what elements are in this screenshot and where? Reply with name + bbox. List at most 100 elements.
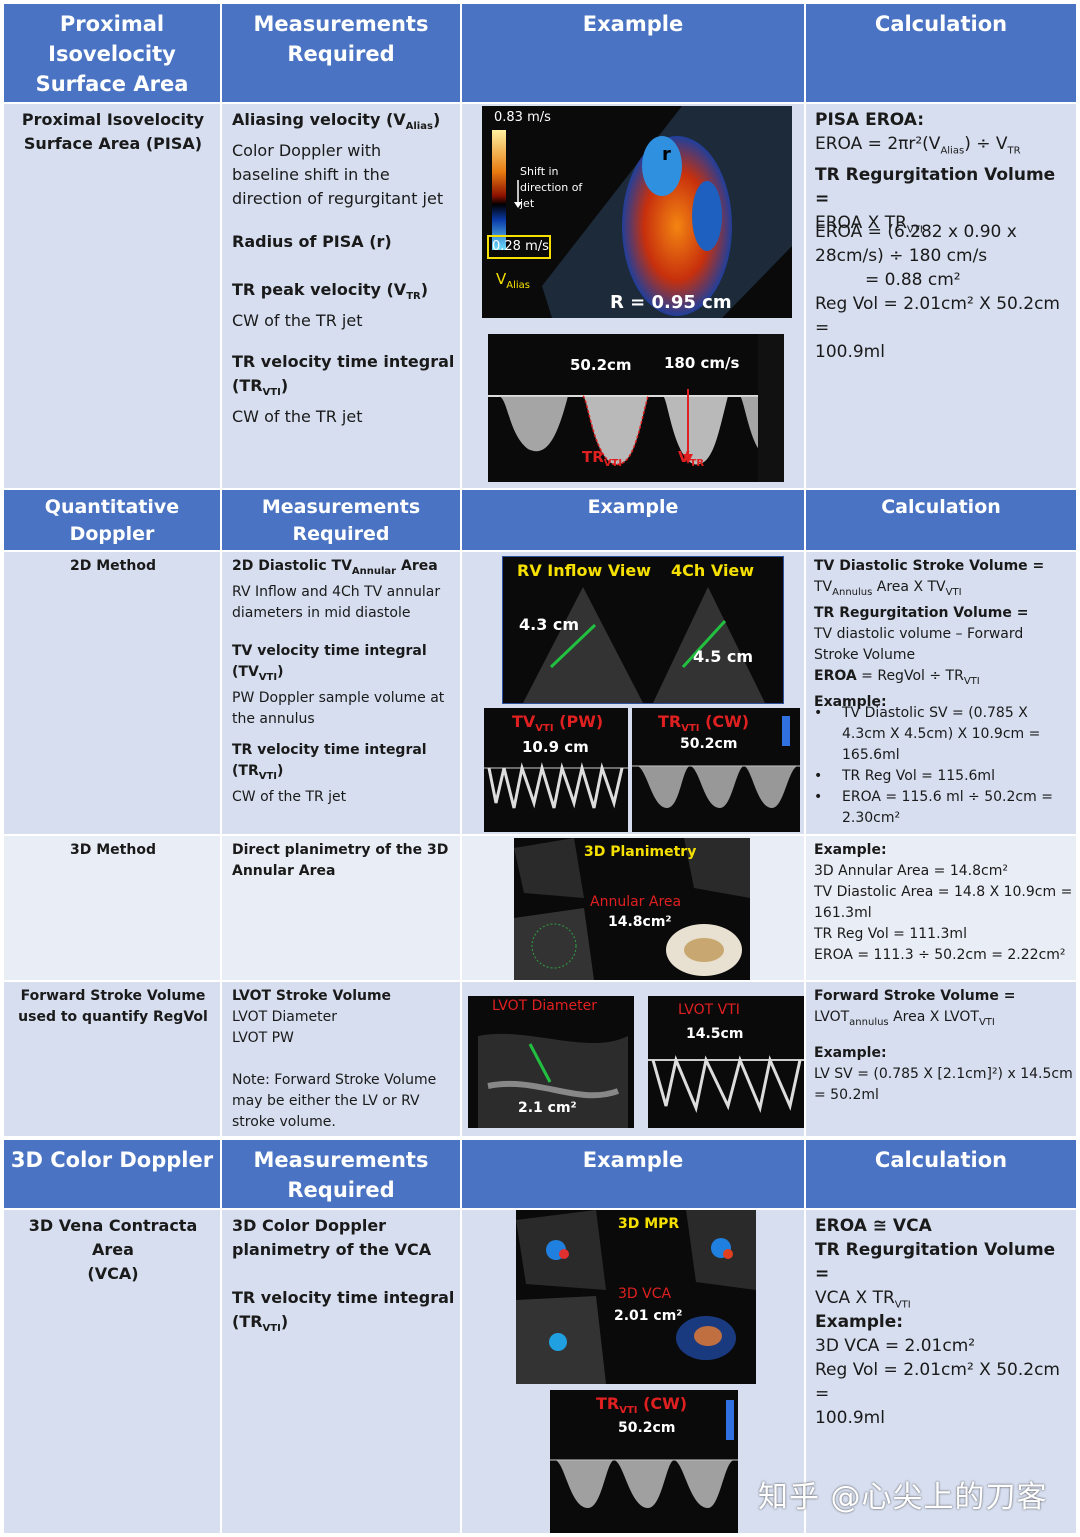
tr-cw-image: TRVTI (CW) 50.2cm: [632, 708, 800, 832]
fsv-example-cell: LVOT Diameter 2.1 cm² LVOT VTI 14.5cm: [462, 982, 806, 1136]
header-calculation: Calculation: [874, 1148, 1008, 1172]
lvot-measurements-text: LVOT Stroke Volume LVOT Diameter LVOT PW: [232, 988, 392, 1046]
2d-method-cell: 2D Method: [4, 552, 222, 834]
tv-pw-image: TVVTI (PW) 10.9 cm: [484, 708, 628, 832]
3d-example-cell: 3D Planimetry Annular Area 14.8cm²: [462, 836, 806, 980]
2d-calculation-text: TV Diastolic Stroke Volume = TVAnnulus A…: [814, 558, 1045, 710]
pisa-measurements-cell: Aliasing velocity (VAlias) Color Doppler…: [222, 104, 462, 488]
bullet-1-dot: •: [814, 705, 823, 721]
vca-tr-vti-text: TR velocity time integral (TRVTI): [232, 1288, 455, 1335]
fsv-calculation-cell: Forward Stroke Volume = LVOTannulus Area…: [806, 982, 1076, 1136]
bullet-3-text: EROA = 115.6 ml ÷ 50.2cm =2.30cm²: [842, 789, 1053, 826]
vca-method-label: 3D Vena Contracta Area(VCA): [28, 1216, 198, 1283]
header-calculation: Calculation: [874, 12, 1008, 36]
tr-cw-title: TRVTI (CW): [658, 712, 750, 735]
bullet-2-text: TR Reg Vol = 115.6ml: [842, 768, 995, 784]
vca-method-cell: 3D Vena Contracta Area(VCA): [4, 1210, 222, 1533]
pisa-method-label: Proximal Isovelocity Surface Area (PISA): [21, 110, 205, 153]
bullet-2-dot: •: [814, 768, 823, 784]
header-measurements: Measurements Required: [222, 4, 462, 102]
3d-planimetry-title: 3D Planimetry: [584, 844, 697, 860]
3d-planimetry-image: 3D Planimetry Annular Area 14.8cm²: [514, 838, 750, 980]
header-measurements: Measurements Required: [222, 1140, 462, 1208]
radius-text: Radius of PISA (r): [232, 232, 392, 251]
header-example: Example: [462, 1140, 806, 1208]
header-method: Proximal Isovelocity Surface Area: [4, 4, 222, 102]
pisa-cw-doppler-image: 50.2cm 180 cm/s TRVTI VTR: [488, 334, 784, 482]
vca-example-text: Example: 3D VCA = 2.01cm² Reg Vol = 2.01…: [815, 1312, 1060, 1428]
r-label: r: [662, 144, 671, 165]
pisa-section: Proximal Isovelocity Surface Area Measur…: [4, 4, 1076, 488]
tr-vti-text: TR velocity time integral (TRVTI) CW of …: [232, 352, 455, 427]
annular-area-value: 14.8cm²: [608, 914, 672, 930]
tv-annular-area-text: 2D Diastolic TVAnnular Area RV Inflow an…: [232, 558, 441, 621]
2d-example-cell: RV Inflow View 4Ch View 4.3 cm 4.5 cm TV…: [462, 552, 806, 834]
header-measurements: Measurements Required: [222, 490, 462, 550]
quant-header-row: Quantitative Doppler Measurements Requir…: [4, 490, 1076, 550]
pisa-method-cell: Proximal Isovelocity Surface Area (PISA): [4, 104, 222, 488]
lvot-diameter-value: 2.1 cm²: [518, 1100, 577, 1116]
diameter-1-label: 4.3 cm: [519, 615, 580, 634]
pisa-calculation-cell: PISA EROA: EROA = 2πr²(VAlias) ÷ VTR TR …: [806, 104, 1076, 488]
tr-peak-velocity-text: TR peak velocity (VTR) CW of the TR jet: [232, 280, 429, 331]
header-calculation: Calculation: [881, 496, 1001, 518]
bullet-3-dot: •: [814, 789, 823, 805]
lvot-diameter-title: LVOT Diameter: [492, 998, 597, 1014]
tr-cw-value: 50.2cm: [680, 736, 738, 752]
vtr-label: VTR: [678, 448, 705, 469]
pisa-cw-doppler-graphic: [488, 334, 784, 482]
header-method: 3D Color Doppler: [4, 1140, 222, 1208]
3d-mpr-image: 3D MPR 3D VCA 2.01 cm²: [516, 1210, 756, 1384]
vca-tr-cw-graphic: [550, 1400, 738, 1508]
pisa-header-row: Proximal Isovelocity Surface Area Measur…: [4, 4, 1076, 102]
header-example: Example: [462, 490, 806, 550]
3d-mpr-title: 3D MPR: [618, 1216, 680, 1232]
3d-vca-label: 3D VCA: [618, 1286, 672, 1302]
vca-example-cell: 3D MPR 3D VCA 2.01 cm² TRVTI (CW) 50.2cm: [462, 1210, 806, 1533]
pisa-calculation-text: PISA EROA: EROA = 2πr²(VAlias) ÷ VTR TR …: [815, 110, 1056, 236]
2d-calculation-cell: TV Diastolic Stroke Volume = TVAnnulus A…: [806, 552, 1076, 834]
3d-color-header-row: 3D Color Doppler Measurements Required E…: [4, 1140, 1076, 1208]
vca-calculation-cell: EROA ≅ VCA TR Regurgitation Volume = VCA…: [806, 1210, 1076, 1533]
3d-calculation-text: Example: 3D Annular Area = 14.8cm² TV Di…: [814, 842, 1073, 963]
4ch-view-label: 4Ch View: [671, 561, 755, 580]
3d-vca-value: 2.01 cm²: [614, 1308, 683, 1324]
tv-pw-graphic: [484, 762, 628, 809]
tr-cw-graphic: [632, 716, 800, 808]
quantitative-doppler-section: Quantitative Doppler Measurements Requir…: [4, 490, 1076, 1136]
vca-tr-cw-image: TRVTI (CW) 50.2cm: [550, 1390, 738, 1533]
vca-tr-cw-value: 50.2cm: [618, 1420, 676, 1436]
3d-planimetry-graphic: [514, 838, 750, 980]
rv-inflow-4ch-graphic: [523, 587, 765, 703]
lvot-diameter-image: LVOT Diameter 2.1 cm²: [468, 996, 634, 1128]
pisa-color-doppler-graphic: [487, 106, 792, 318]
aliasing-velocity-text: Aliasing velocity (VAlias) Color Doppler…: [232, 110, 444, 209]
lvot-vti-graphic: [648, 1055, 804, 1114]
pisa-row: Proximal Isovelocity Surface Area (PISA)…: [4, 104, 1076, 488]
tv-vti-text: TV velocity time integral (TVVTI) PW Dop…: [232, 643, 445, 727]
fsv-note-text: Note: Forward Stroke Volume may be eithe…: [232, 1072, 437, 1130]
vca-tr-cw-title: TRVTI (CW): [596, 1394, 688, 1417]
radius-value-label: R = 0.95 cm: [610, 292, 732, 313]
tv-pw-title: TVVTI (PW): [512, 712, 604, 735]
vca-row: 3D Vena Contracta Area(VCA) 3D Color Dop…: [4, 1210, 1076, 1533]
fsv-example-text: Example: LV SV = (0.785 X [2.1cm]²) x 14…: [814, 1045, 1073, 1103]
quant-2d-row: 2D Method 2D Diastolic TVAnnular Area RV…: [4, 552, 1076, 834]
3d-method-cell: 3D Method: [4, 836, 222, 980]
rv-inflow-label: RV Inflow View: [517, 561, 652, 580]
lvot-diameter-graphic: [478, 1033, 628, 1128]
annular-area-label: Annular Area: [590, 894, 682, 910]
pisa-example-calc-text: EROA = (6.282 x 0.90 x 28cm/s) ÷ 180 cm/…: [815, 222, 1060, 362]
diameter-2-label: 4.5 cm: [693, 647, 754, 666]
